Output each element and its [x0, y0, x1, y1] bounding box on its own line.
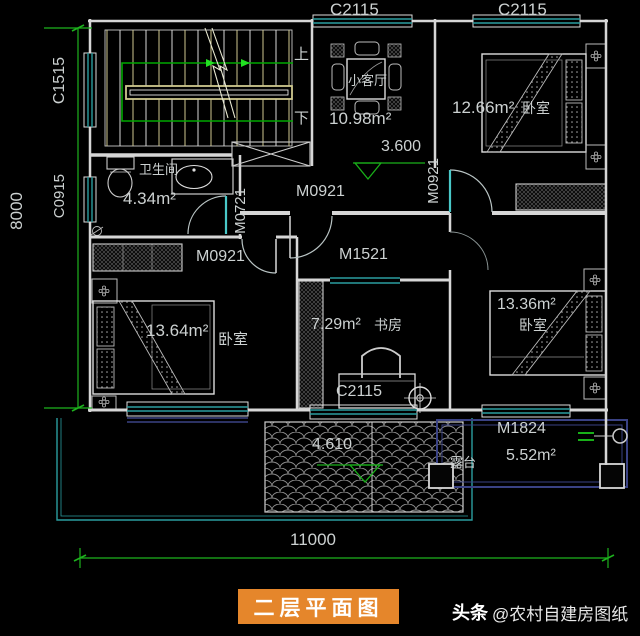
door-label-m1521: M1521 — [339, 246, 388, 263]
shaft-box — [231, 141, 311, 167]
room-area-bathroom: 4.34m² — [123, 189, 176, 208]
door-label-m1824: M1824 — [497, 420, 546, 437]
terrace-column — [428, 463, 454, 489]
dim-label-width: 11000 — [290, 530, 337, 549]
bed-bottom-right — [489, 268, 607, 400]
nightstand — [583, 376, 607, 400]
terrace-column — [599, 463, 625, 489]
window-label-c2115-top-right: C2115 — [498, 0, 547, 19]
door-bedroom-bottom-right — [449, 231, 489, 271]
nightstand — [585, 43, 607, 69]
room-label-bathroom: 卫生间 — [139, 162, 179, 177]
bed-bottom-left — [91, 278, 215, 410]
drain-symbol — [578, 428, 628, 444]
pillow — [565, 102, 583, 144]
bookshelf — [298, 280, 324, 409]
room-area-terrace: 5.52m² — [506, 447, 556, 464]
dimension-height — [44, 24, 92, 412]
window-label-c2115-study: C2115 — [336, 383, 382, 400]
pillow — [585, 295, 603, 333]
desk-chair — [361, 347, 401, 378]
pillow — [565, 59, 583, 101]
door-hall — [289, 215, 333, 259]
room-label-bedroom-bottom-right: 卧室 — [519, 317, 547, 333]
stair-up-label: 上 — [294, 46, 310, 63]
windows — [83, 14, 581, 423]
level-label-3600: 3.600 — [381, 138, 422, 155]
room-label-terrace: 露台 — [450, 455, 477, 470]
door-study-sliding — [330, 277, 400, 284]
door-label-m0921-bottom-left: M0921 — [196, 248, 245, 265]
first-floor-outline — [56, 418, 473, 521]
window-c0915 — [83, 176, 97, 223]
nightstand — [585, 144, 607, 170]
floor-drain-symbol — [90, 226, 104, 236]
nightstand — [583, 268, 607, 292]
room-label-bedroom-bottom-left: 卧室 — [218, 331, 249, 348]
level-marker-3600 — [353, 162, 425, 181]
stair-break-line — [204, 27, 229, 119]
sink — [171, 158, 234, 195]
door-bedroom-bottom-left — [241, 238, 277, 274]
toilet — [106, 156, 135, 198]
window-label-c2115-top-left: C2115 — [330, 0, 379, 19]
stair-handrail — [125, 85, 293, 100]
pillow — [96, 306, 115, 347]
terrace-outline — [428, 419, 628, 489]
window-label-c1515: C1515 — [51, 57, 68, 105]
window-c2115-top-left — [312, 14, 413, 28]
window-c1515 — [83, 52, 97, 128]
door-m1824-sliding — [481, 404, 571, 418]
dresser — [515, 183, 607, 211]
dining-table-set — [330, 41, 402, 115]
room-area-bedroom-top-right: 12.66m² — [452, 98, 515, 117]
room-label-bedroom-top-right: 卧室 — [522, 100, 550, 116]
watermark-brand: 头条 — [452, 603, 488, 623]
room-label-study: 书房 — [374, 317, 402, 333]
room-area-living: 10.98m² — [329, 109, 392, 128]
room-area-bedroom-bottom-left: 13.64m² — [146, 321, 209, 340]
watermark-handle: @农村自建房图纸 — [492, 605, 629, 624]
blanket-fold — [486, 53, 563, 153]
door-label-m0721: M0721 — [232, 188, 249, 234]
door-bathroom — [187, 195, 228, 235]
room-area-study: 7.29m² — [311, 316, 361, 333]
walls — [88, 19, 608, 465]
door-label-m0921-top-right: M0921 — [425, 158, 442, 204]
level-label-4610: 4.610 — [312, 436, 353, 453]
window-label-c0915: C0915 — [51, 174, 68, 219]
pillow — [585, 334, 603, 372]
dim-label-height: 8000 — [7, 192, 26, 230]
room-label-living: 小客厅 — [348, 73, 388, 88]
drawing-title-box: 二层平面图 — [238, 589, 399, 624]
stair-down-label: 下 — [294, 110, 310, 127]
window-bedroom-bottom-left — [126, 401, 249, 423]
door-bedroom-top-right — [448, 169, 493, 213]
bed-top-right — [481, 43, 607, 211]
staircase — [104, 27, 293, 147]
blanket-fold — [511, 290, 591, 376]
door-label-m0921-hall: M0921 — [296, 183, 345, 200]
window-c2115-study — [309, 404, 418, 420]
window-c2115-top-right — [472, 14, 581, 28]
pillow — [96, 348, 115, 389]
level-marker-4610 — [317, 464, 383, 483]
drawing-title: 二层平面图 — [253, 596, 384, 620]
nightstand — [91, 278, 118, 304]
wardrobe — [92, 243, 183, 272]
room-area-bedroom-bottom-right: 13.36m² — [497, 296, 556, 313]
desk — [338, 373, 416, 409]
dimension-width — [73, 548, 615, 568]
